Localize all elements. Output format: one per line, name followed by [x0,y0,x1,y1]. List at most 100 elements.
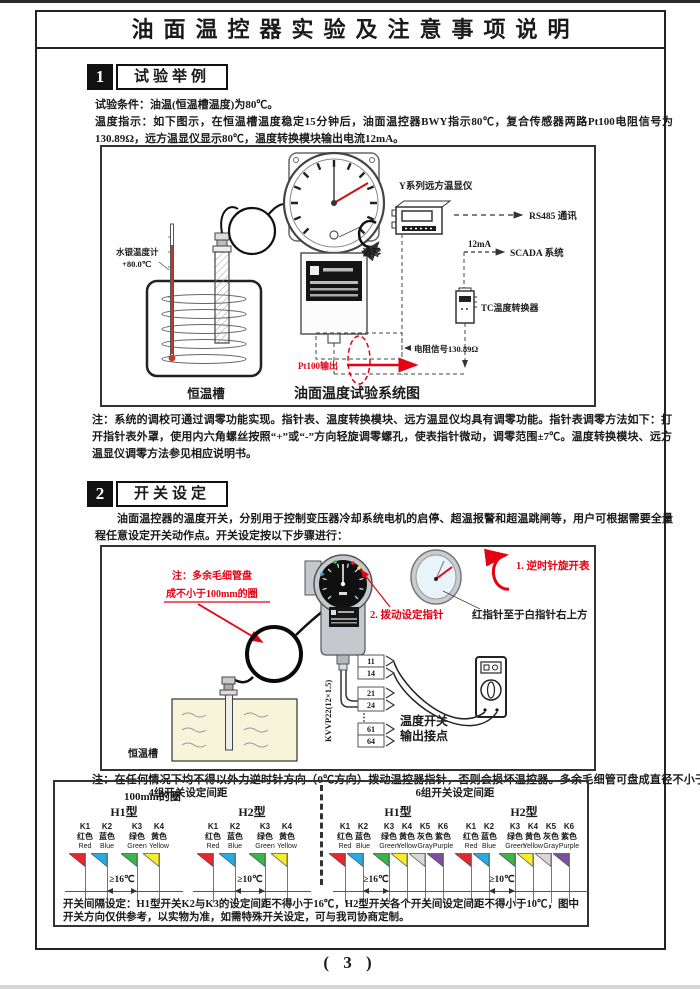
temperature-gauge [282,151,386,344]
output-label-line2: 输出接点 [400,728,448,743]
section1-note: 注：系统的调校可通过调零功能实现。指针表、温度转换模块、远方温显仪均具有调零功能… [92,414,672,460]
flag-pole [265,853,266,903]
flag-pole [489,853,490,903]
switch-color-en: Green [255,843,275,850]
mercury-thermometer [158,223,176,362]
flag-pole [137,853,138,903]
switch-id: K2 [229,822,241,831]
switch-id: K1 [79,822,91,831]
switch-color-en: Green [505,843,525,850]
step2-arrow [360,569,391,608]
page-content: 1 试验举例 试验条件：油温(恒温槽温度)为80℃。 温度指示：如下图示，在恒温… [37,49,700,948]
test-condition-text: 试验条件：油温(恒温槽温度)为80℃。 [95,99,279,111]
terminal-61: 61 [367,725,375,734]
flag-icon [249,853,266,867]
switch-color-en: Gray [417,843,433,850]
thermometer-value: +80.0℃ [122,259,152,269]
cable-wire1 [340,670,358,708]
gap-annotation: ≥10℃ [489,874,515,894]
flag-icon [455,853,472,867]
gap-annotation: ≥16℃ [363,874,389,894]
switch-color-cn: 灰色 [543,832,559,841]
test-system-diagram: 水银温度计 +80.0℃ [100,145,596,407]
switch-id: K3 [259,822,271,831]
flag-pole [389,853,390,903]
dial-face-detail [410,549,481,610]
switch-id: K6 [437,822,449,831]
flag-icon [553,853,570,867]
switch-id: K5 [419,822,431,831]
scan-edge-top [0,0,700,3]
switch-color-cn: 灰色 [417,832,433,841]
zero-adjust-arrow-icon [338,219,380,262]
flag-pole [515,853,516,903]
step2-label: 2. 拨动设定指针 [370,608,444,621]
current-label: 12mA [468,239,491,249]
flag-icon [121,853,138,867]
flag-pole [363,853,364,903]
controller-gauge [304,554,373,671]
switch-color-en: Green [379,843,399,850]
model-label-h2: H2型 [510,805,538,819]
switch-setting-illustration: 注：多余毛细管盘 成不小于100mm的圈 恒温槽 [128,548,600,762]
switch-id: K1 [339,822,351,831]
terminal-64: 64 [367,737,375,746]
switch-color-cn: 紫色 [435,832,451,841]
gap-label: ≥16℃ [363,875,389,885]
section2-header: 2 开关设定 [87,481,229,507]
pointer-position-note: 红指针至于白指针右上方 [472,608,588,621]
flag-icon [391,853,408,867]
switch-color-en: Yellow [149,843,169,850]
page-title: 油面温控器实验及注意事项说明 [37,12,664,49]
red-needle [333,182,369,204]
flag-icon [329,853,346,867]
flag-icon [517,853,534,867]
switch-color-en: Red [78,843,92,850]
flag-icon [347,853,364,867]
flag-pole [471,853,472,903]
flag-icon [219,853,236,867]
thermometer-label: 水银温度计 [115,247,159,257]
switch-color-cn: 红色 [463,832,479,841]
note-pointer-arrow [197,603,264,643]
switch-color-en: Yellow [523,843,543,850]
switch-color-cn: 黄色 [151,832,167,841]
switch-color-cn: 紫色 [561,832,577,841]
switch-color-en: Red [338,843,352,850]
chart-divider [320,785,323,885]
switch-color-en: Gray [543,843,559,850]
flag-pole [407,853,408,903]
tc-converter [455,287,477,324]
chart-title-4group: 4组开关设定间距 [148,788,228,799]
resistance-arrow-icon [404,345,411,351]
terminal-11: 11 [367,657,375,666]
page-frame: 油面温控器实验及注意事项说明 1 试验举例 试验条件：油温(恒温槽温度)为80℃… [35,10,700,950]
flag-pole [213,853,214,903]
baseline [459,891,589,892]
flag-pole [533,853,534,903]
display-unit-label: Y系列远方温显仪 [399,180,473,192]
switch-color-cn: 绿色 [129,832,145,841]
switch-color-en: Blue [481,843,496,850]
model-label-h2: H2型 [238,805,266,819]
gap-annotation: ≥10℃ [235,874,265,894]
switch-color-cn: 绿色 [381,832,397,841]
flag-pole [287,853,288,903]
switch-color-cn: 蓝色 [227,832,243,841]
switch-id: K5 [545,822,557,831]
pt100-highlight-ellipse [347,335,371,385]
section1-number: 1 [87,64,113,90]
thermostat-bath2 [171,698,298,762]
switch-color-cn: 黄色 [525,832,541,841]
section1-title: 试验举例 [116,64,229,90]
flag-icon [271,853,288,867]
gap-label: ≥10℃ [237,875,263,885]
switch-color-en: Yellow [397,843,417,850]
switch-id: K2 [357,822,369,831]
